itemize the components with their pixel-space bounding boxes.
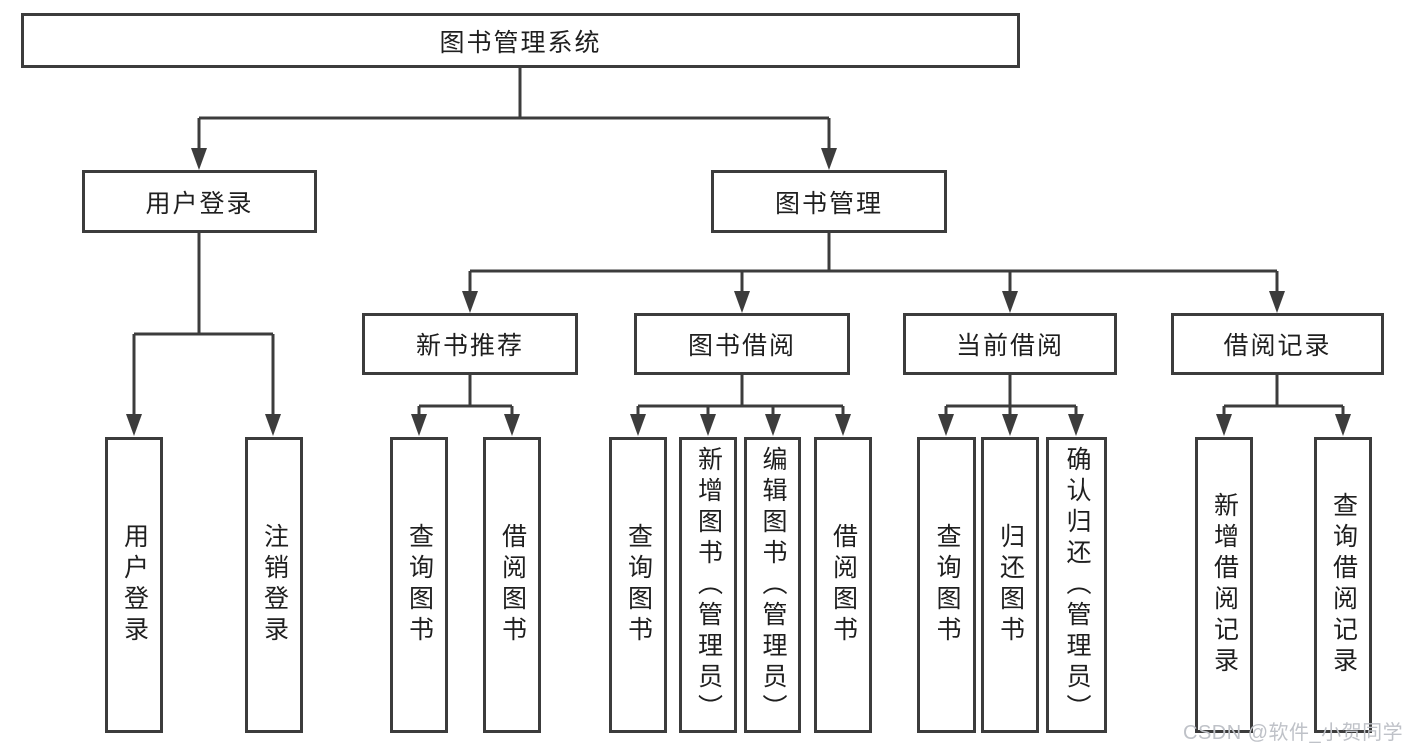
connector-new-book-recommend-children: [411, 375, 520, 436]
connector-root-level2: [191, 68, 837, 170]
arrowhead: [1002, 414, 1018, 436]
node-borrow-records-label: 借阅记录: [1223, 332, 1332, 360]
leaf-query-books-current-label: 查询图书: [933, 523, 961, 647]
connector-book-management-level3: [462, 233, 1285, 313]
arrowhead: [821, 148, 837, 170]
node-root-label: 图书管理系统: [439, 28, 602, 57]
arrowhead: [191, 148, 207, 170]
leaf-edit-books-admin: 编辑图书（管理员）: [744, 437, 801, 733]
connector-current-borrowing-children: [938, 375, 1084, 436]
arrowhead: [462, 291, 478, 313]
leaf-return-books-label: 归还图书: [996, 523, 1025, 647]
arrowhead: [835, 414, 851, 436]
leaf-add-borrow-record: 新增借阅记录: [1195, 437, 1253, 733]
leaf-logout-label: 注销登录: [260, 523, 289, 647]
leaf-query-books-recommend-label: 查询图书: [405, 523, 434, 647]
arrowhead: [265, 414, 281, 436]
node-book-borrowing: 图书借阅: [634, 313, 850, 375]
leaf-borrow-books-recommend: 借阅图书: [483, 437, 541, 733]
arrowhead: [938, 414, 954, 436]
leaf-query-books-borrowing-label: 查询图书: [624, 523, 653, 647]
node-current-borrowing: 当前借阅: [903, 313, 1117, 375]
csdn-watermark: CSDN @软件_小贺同学: [1183, 722, 1404, 744]
leaf-logout: 注销登录: [245, 437, 303, 733]
leaf-query-books-current: 查询图书: [917, 437, 976, 733]
leaf-confirm-return-admin: 确认归还（管理员）: [1046, 437, 1107, 733]
arrowhead: [765, 414, 781, 436]
node-current-borrowing-label: 当前借阅: [955, 332, 1064, 360]
arrowhead: [1269, 291, 1285, 313]
leaf-query-borrow-record-label: 查询借阅记录: [1329, 492, 1358, 678]
connector-user-login-children: [126, 233, 281, 436]
connector-book-borrowing-children: [630, 375, 851, 436]
node-book-borrowing-label: 图书借阅: [687, 332, 796, 360]
leaf-borrow-books-borrowing: 借阅图书: [814, 437, 872, 733]
arrowhead: [700, 414, 716, 436]
leaf-confirm-return-admin-label: 确认归还（管理员）: [1063, 445, 1091, 725]
arrowhead: [411, 414, 427, 436]
leaf-borrow-books-recommend-label: 借阅图书: [498, 523, 527, 647]
arrowhead: [1335, 414, 1351, 436]
leaf-add-books-admin-label: 新增图书（管理员）: [694, 445, 723, 725]
leaf-edit-books-admin-label: 编辑图书（管理员）: [759, 445, 787, 725]
arrowhead: [126, 414, 142, 436]
node-borrow-records: 借阅记录: [1171, 313, 1384, 375]
connector-borrow-records-children: [1216, 375, 1351, 436]
arrowhead: [1216, 414, 1232, 436]
leaf-add-borrow-record-label: 新增借阅记录: [1210, 492, 1239, 678]
leaf-user-login-label: 用户登录: [120, 523, 149, 647]
node-book-management-label: 图书管理: [774, 189, 883, 218]
node-user-login-label: 用户登录: [145, 189, 254, 218]
node-root: 图书管理系统: [21, 13, 1020, 68]
leaf-query-books-borrowing: 查询图书: [609, 437, 667, 733]
arrowhead: [630, 414, 646, 436]
node-new-book-recommend: 新书推荐: [362, 313, 578, 375]
leaf-query-books-recommend: 查询图书: [390, 437, 448, 733]
node-user-login: 用户登录: [82, 170, 317, 233]
arrowhead: [1002, 291, 1018, 313]
arrowhead: [1068, 414, 1084, 436]
node-new-book-recommend-label: 新书推荐: [415, 332, 524, 360]
node-book-management: 图书管理: [711, 170, 947, 233]
arrowhead: [504, 414, 520, 436]
leaf-user-login: 用户登录: [105, 437, 163, 733]
leaf-return-books: 归还图书: [981, 437, 1039, 733]
leaf-borrow-books-borrowing-label: 借阅图书: [829, 523, 858, 647]
leaf-query-borrow-record: 查询借阅记录: [1314, 437, 1372, 733]
leaf-add-books-admin: 新增图书（管理员）: [679, 437, 737, 733]
arrowhead: [734, 291, 750, 313]
